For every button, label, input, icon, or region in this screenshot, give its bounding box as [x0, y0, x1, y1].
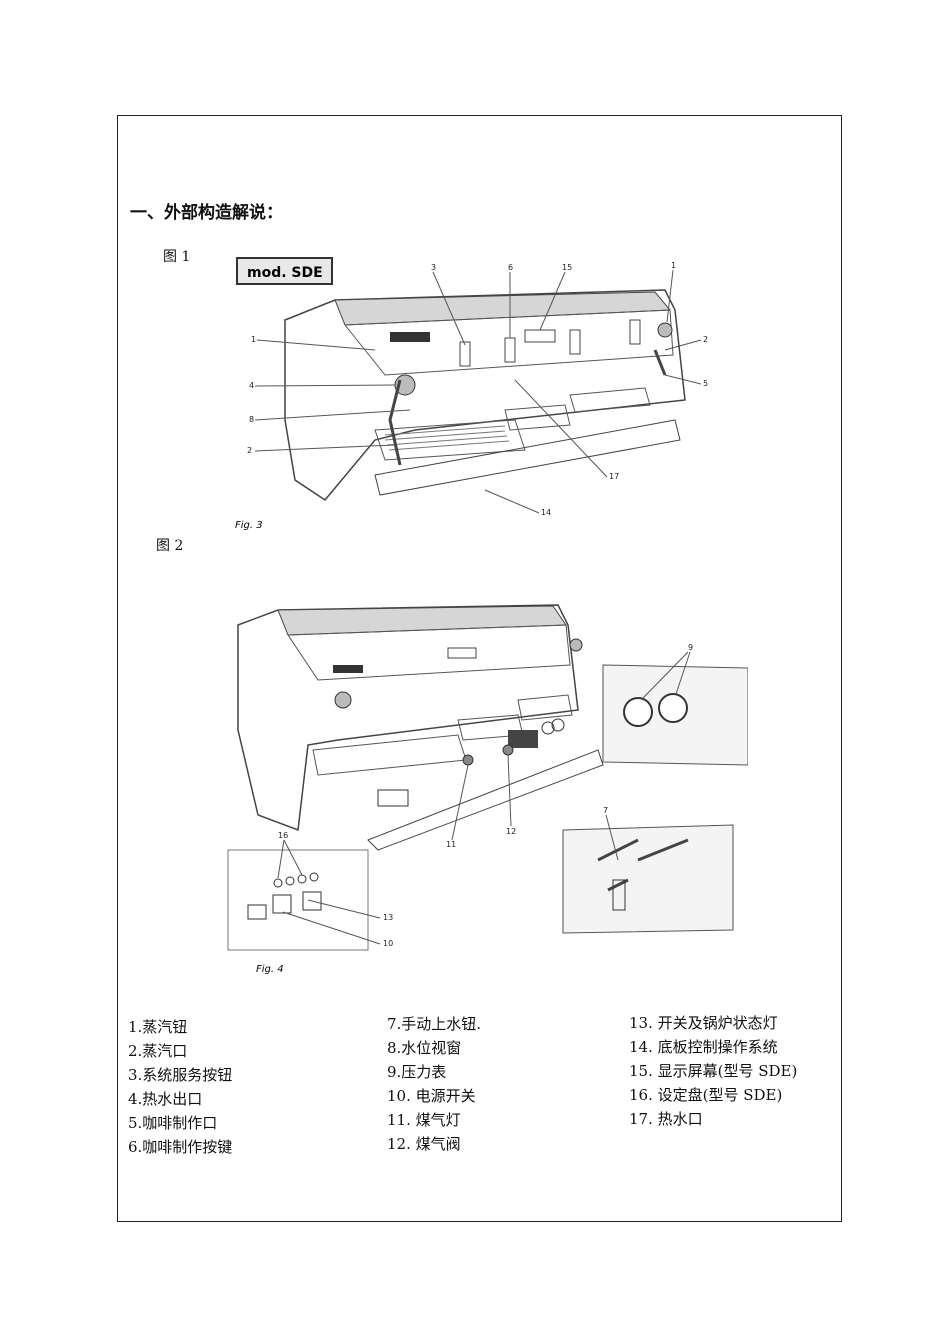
legend-item: 12. 煤气阀 — [387, 1135, 461, 1153]
legend-column-1: 1.蒸汽钮 2.蒸汽口 3.系统服务按钮 4.热水出口 5.咖啡制作口 6.咖啡… — [128, 1015, 232, 1159]
svg-text:10: 10 — [383, 939, 393, 948]
svg-text:2: 2 — [703, 335, 708, 344]
legend-item: 4.热水出口 — [128, 1090, 203, 1108]
legend-item: 1.蒸汽钮 — [128, 1018, 188, 1036]
figure2-machine-illustration: 9 7 11 12 16 13 10 Fig. 4 — [227, 604, 748, 975]
legend-item: 14. 底板控制操作系统 — [629, 1038, 778, 1056]
legend-item: 15. 显示屏幕(型号 SDE) — [629, 1062, 798, 1080]
figure1-machine-illustration: mod. SDE 3 6 15 1 1 2 4 5 8 2 17 14 Fig.… — [235, 257, 708, 531]
svg-text:8: 8 — [249, 415, 254, 424]
svg-text:12: 12 — [506, 827, 516, 836]
legend-item: 9.压力表 — [387, 1063, 447, 1081]
svg-text:4: 4 — [249, 381, 254, 390]
legend-item: 2.蒸汽口 — [128, 1042, 188, 1060]
model-badge: mod. SDE — [247, 265, 323, 281]
model-badge-box — [236, 257, 333, 285]
svg-text:13: 13 — [383, 913, 393, 922]
figure1-label: 图 1 — [163, 249, 191, 265]
legend-item: 16. 设定盘(型号 SDE) — [629, 1086, 783, 1104]
figure2-callouts: 9 7 11 12 16 13 10 — [277, 643, 693, 948]
svg-text:1: 1 — [671, 261, 676, 270]
legend-column-2: 7.手动上水钮. 8.水位视窗 9.压力表 10. 电源开关 11. 煤气灯 1… — [387, 1012, 481, 1156]
legend-item: 3.系统服务按钮 — [128, 1066, 233, 1084]
legend-column-3: 13. 开关及锅炉状态灯 14. 底板控制操作系统 15. 显示屏幕(型号 SD… — [629, 1011, 797, 1131]
svg-text:15: 15 — [562, 263, 572, 272]
legend-item: 6.咖啡制作按键 — [128, 1138, 233, 1156]
svg-text:14: 14 — [541, 508, 551, 517]
legend-item: 5.咖啡制作口 — [128, 1114, 218, 1132]
legend-item: 11. 煤气灯 — [387, 1111, 461, 1129]
svg-text:17: 17 — [609, 472, 619, 481]
page-frame — [117, 115, 842, 1222]
legend-item: 13. 开关及锅炉状态灯 — [629, 1014, 778, 1032]
figure1-callouts: 3 6 15 1 1 2 4 5 8 2 17 14 — [247, 261, 708, 517]
svg-text:6: 6 — [508, 263, 513, 272]
legend-item: 8.水位视窗 — [387, 1039, 462, 1057]
figure2-label: 图 2 — [156, 538, 184, 554]
legend-item: 17. 热水口 — [629, 1110, 703, 1128]
svg-text:5: 5 — [703, 379, 708, 388]
legend-item: 10. 电源开关 — [387, 1087, 476, 1105]
figure2-caption: Fig. 4 — [256, 964, 284, 975]
figure1-caption: Fig. 3 — [235, 520, 263, 531]
svg-text:3: 3 — [431, 263, 436, 272]
svg-text:7: 7 — [603, 806, 608, 815]
svg-text:11: 11 — [446, 840, 456, 849]
section-title: 一、外部构造解说： — [130, 203, 283, 223]
svg-text:9: 9 — [688, 643, 693, 652]
legend-item: 7.手动上水钮. — [387, 1015, 482, 1033]
svg-text:2: 2 — [247, 446, 252, 455]
svg-text:1: 1 — [251, 335, 256, 344]
svg-text:16: 16 — [278, 831, 288, 840]
